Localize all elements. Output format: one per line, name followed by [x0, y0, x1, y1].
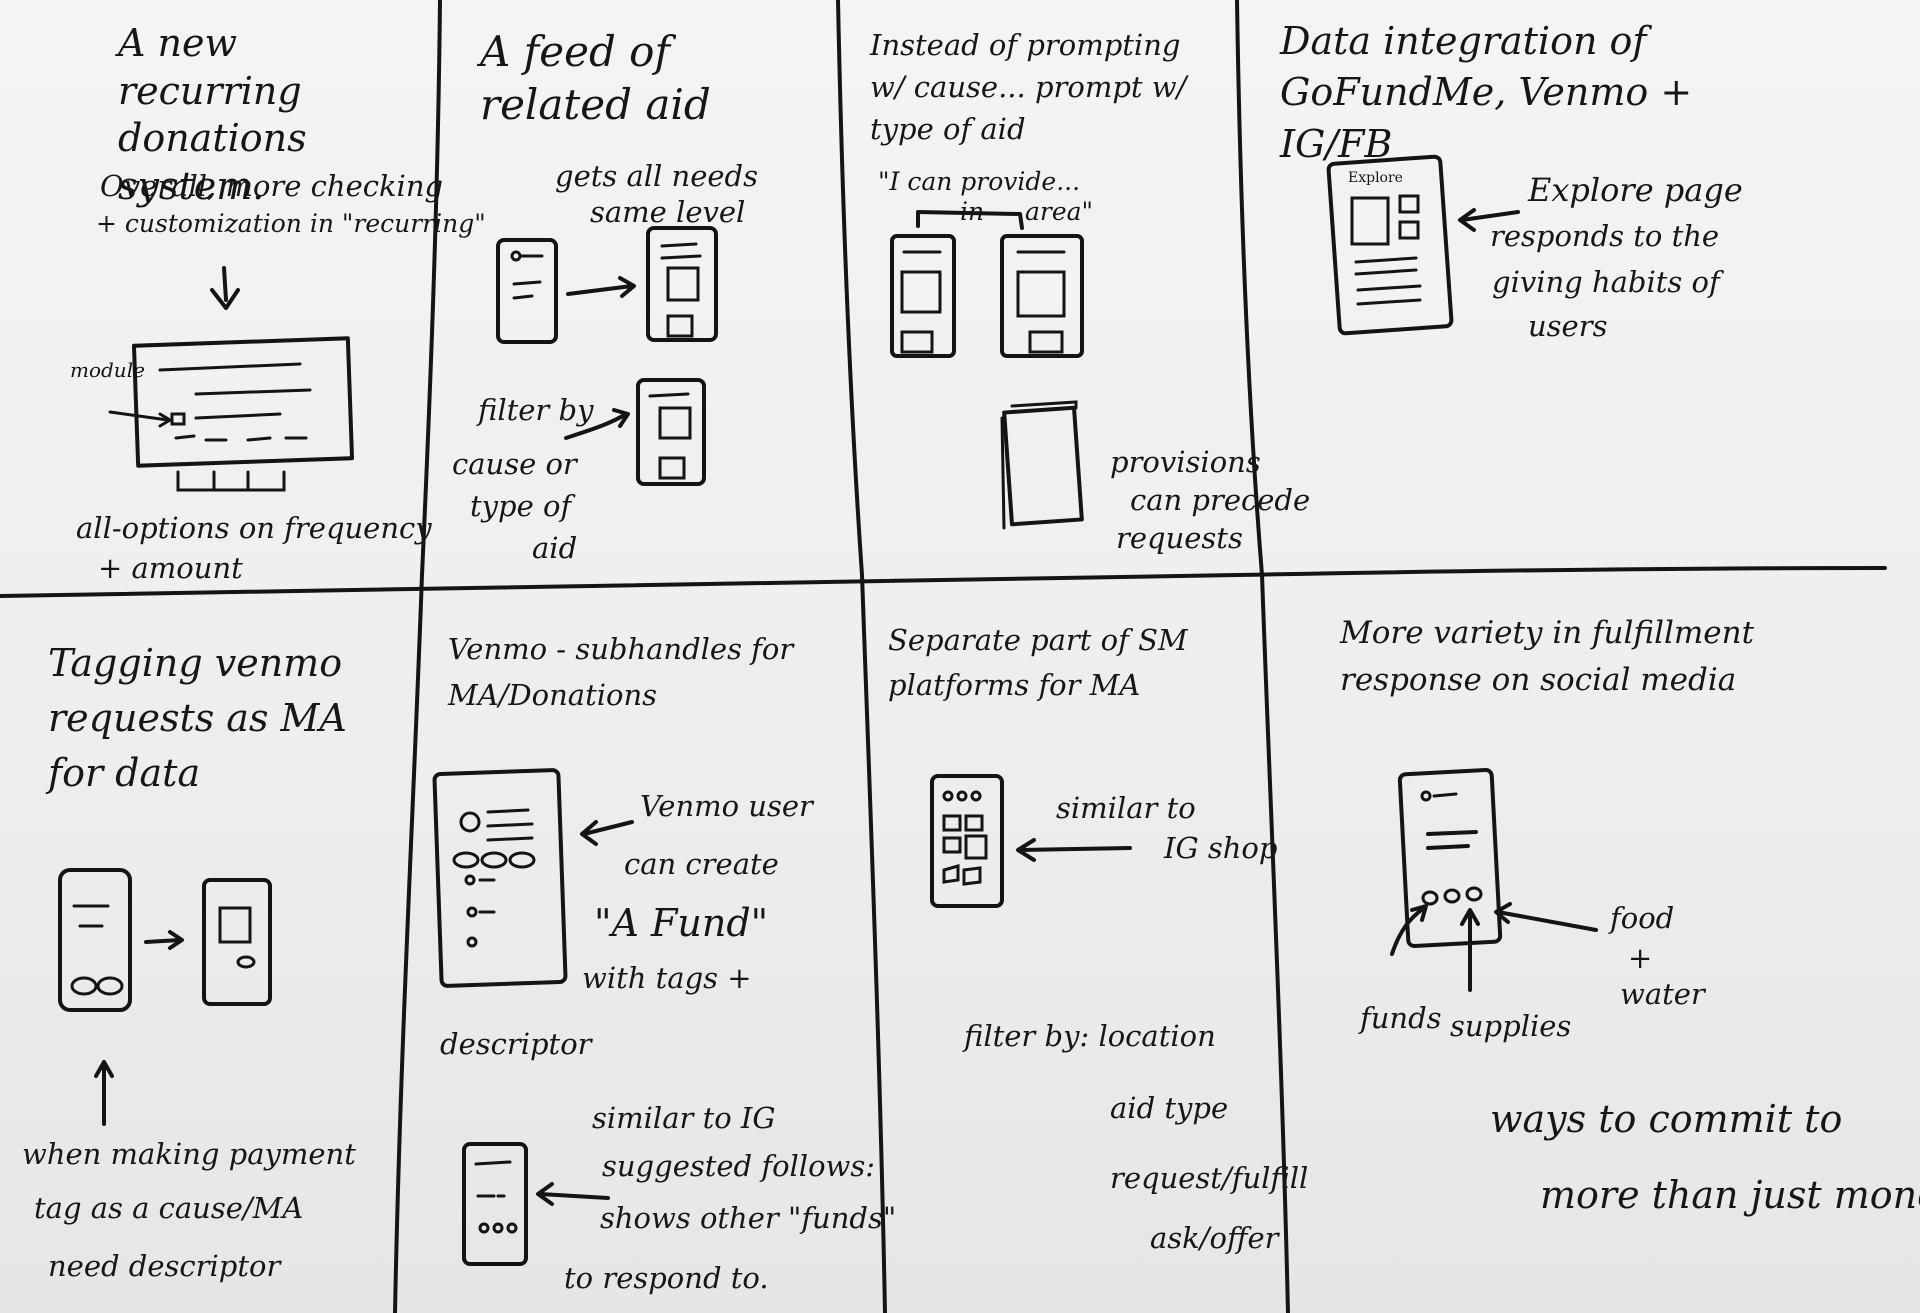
note-filter-by-location: filter by: location: [964, 1019, 1216, 1053]
note-tag-as-cause: tag as a cause/MA: [34, 1191, 304, 1225]
note-provisions: provisions: [1110, 445, 1261, 479]
sketch-venmo-phones: [432, 768, 634, 1266]
note-explore-page: Explore page: [1528, 171, 1743, 209]
note-amount: + amount: [98, 551, 243, 585]
note-requests: requests: [1116, 521, 1243, 555]
panel-title: A new recurring donations system.: [118, 21, 307, 208]
note-water: water: [1620, 977, 1705, 1011]
note-i-can-provide: "I can provide...: [878, 167, 1081, 196]
note-similar-to: similar to: [1056, 791, 1196, 825]
sketch-feed-phones: [496, 226, 718, 486]
panel-title: Data integration of GoFundMe, Venmo + IG…: [1280, 19, 1693, 166]
sketch-provide-phones: [890, 210, 1084, 530]
note-more-than-money: more than just money: [1540, 1173, 1920, 1217]
note-shows-other-funds: shows other "funds": [600, 1201, 897, 1235]
note-ways-to-commit: ways to commit to: [1490, 1097, 1843, 1141]
note-ig-shop: IG shop: [1164, 831, 1278, 865]
note-all-options: all-options on frequency: [76, 511, 432, 545]
note-users: users: [1528, 309, 1608, 343]
panel-title: Instead of prompting w/ cause... prompt …: [870, 28, 1187, 147]
note-supplies: supplies: [1450, 1009, 1572, 1043]
sketch-recurring-screen: [108, 266, 355, 492]
note-ask-offer: ask/offer: [1150, 1221, 1279, 1255]
note-food: food: [1610, 901, 1675, 935]
note-funds: funds: [1360, 1001, 1442, 1035]
note-aid-type: aid type: [1110, 1091, 1229, 1125]
note-suggested-follows: suggested follows:: [602, 1149, 876, 1183]
note-responds: responds to the: [1490, 219, 1720, 253]
note-with-tags: with tags +: [582, 961, 752, 995]
note-aid: aid: [532, 531, 578, 565]
panel-title: Tagging venmo requests as MA for data: [48, 641, 347, 796]
note-can-create: can create: [624, 847, 779, 881]
note-cause-or: cause or: [452, 447, 577, 481]
note-descriptor: descriptor: [440, 1027, 592, 1061]
note-request-fulfill: request/fulfill: [1110, 1161, 1309, 1195]
panel-title: Separate part of SM platforms for MA: [888, 623, 1188, 702]
note-type-of: type of: [470, 489, 572, 523]
sketch-tagging-phones: [58, 868, 272, 1126]
sketch-explore-phone: [1326, 154, 1520, 336]
note-gets-all-needs: gets all needs: [555, 159, 758, 193]
note-module: module: [70, 358, 145, 382]
note-same-level: same level: [590, 195, 746, 229]
sketch-shop-phone: [930, 774, 1132, 908]
panel-title: A feed of related aid: [480, 27, 711, 129]
note-when-making-payment: when making payment: [22, 1137, 356, 1171]
note-customization: + customization in "recurring": [96, 209, 486, 238]
note-venmo-user: Venmo user: [640, 789, 813, 823]
note-plus: +: [1628, 941, 1653, 975]
panel-title: More variety in fulfillment response on …: [1340, 615, 1755, 698]
note-to-respond: to respond to.: [564, 1261, 769, 1295]
sketch-explore-label: Explore: [1348, 170, 1403, 186]
note-overall: Overall, more checking: [100, 169, 444, 203]
note-giving-habits: giving habits of: [1492, 265, 1720, 299]
panel-title: Venmo - subhandles for MA/Donations: [448, 632, 794, 713]
note-can-precede: can precede: [1130, 483, 1311, 517]
note-similar-to-ig: similar to IG: [592, 1101, 776, 1135]
note-filter-by: filter by: [478, 393, 594, 427]
note-need-descriptor: need descriptor: [48, 1249, 281, 1283]
note-a-fund: "A Fund": [594, 901, 769, 945]
